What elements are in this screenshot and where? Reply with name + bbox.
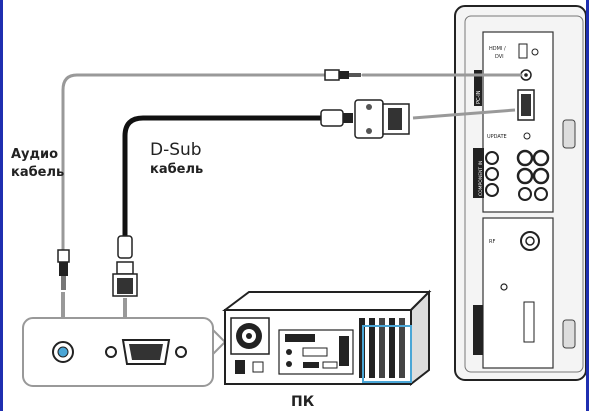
dsub-cable — [112, 99, 516, 336]
dsub-plug-pc — [112, 261, 138, 297]
audio-cable-label-line2: кабель — [11, 165, 65, 180]
update-label: UPDATE — [487, 134, 507, 140]
dsub-cable-label-line1: D-Sub — [150, 140, 202, 160]
pc-vga-port — [105, 339, 187, 365]
pc-in-tag — [474, 70, 482, 106]
dsub-ferrite — [320, 109, 344, 127]
service-tag — [473, 305, 483, 355]
hdmi-label: HDMI / — [489, 46, 506, 52]
pc-port-callout — [22, 317, 227, 387]
dsub-ferrite-pc — [117, 235, 133, 259]
hdmi-port — [518, 43, 528, 59]
audio-cable-wire — [61, 73, 523, 252]
connector-block-lower — [482, 217, 554, 369]
dsub-plug-tv — [354, 99, 410, 139]
dsub-cable-wire — [122, 115, 324, 239]
component-tag — [473, 148, 484, 198]
diagram-scene: HDMI / DVI PC-IN UPDATE COMPONENT IN — [22, 5, 586, 387]
pc-in-label: PC-IN — [476, 90, 482, 104]
pc-tower — [222, 289, 432, 387]
component-label: COMPONENT IN — [478, 161, 484, 196]
audio-cable-label-line1: Аудио — [11, 147, 59, 162]
pc-label: ПК — [291, 394, 315, 410]
audio-plug-tv — [324, 69, 340, 81]
tv-back-panel: HDMI / DVI PC-IN UPDATE COMPONENT IN — [454, 5, 586, 381]
component-jacks — [485, 149, 550, 201]
rf-label: RF — [489, 239, 495, 245]
dsub-cable-label-line2: кабель — [150, 162, 204, 177]
dvi-label: DVI — [495, 54, 504, 60]
slot-highlight — [362, 325, 412, 383]
audio-plug-pc — [57, 249, 70, 263]
